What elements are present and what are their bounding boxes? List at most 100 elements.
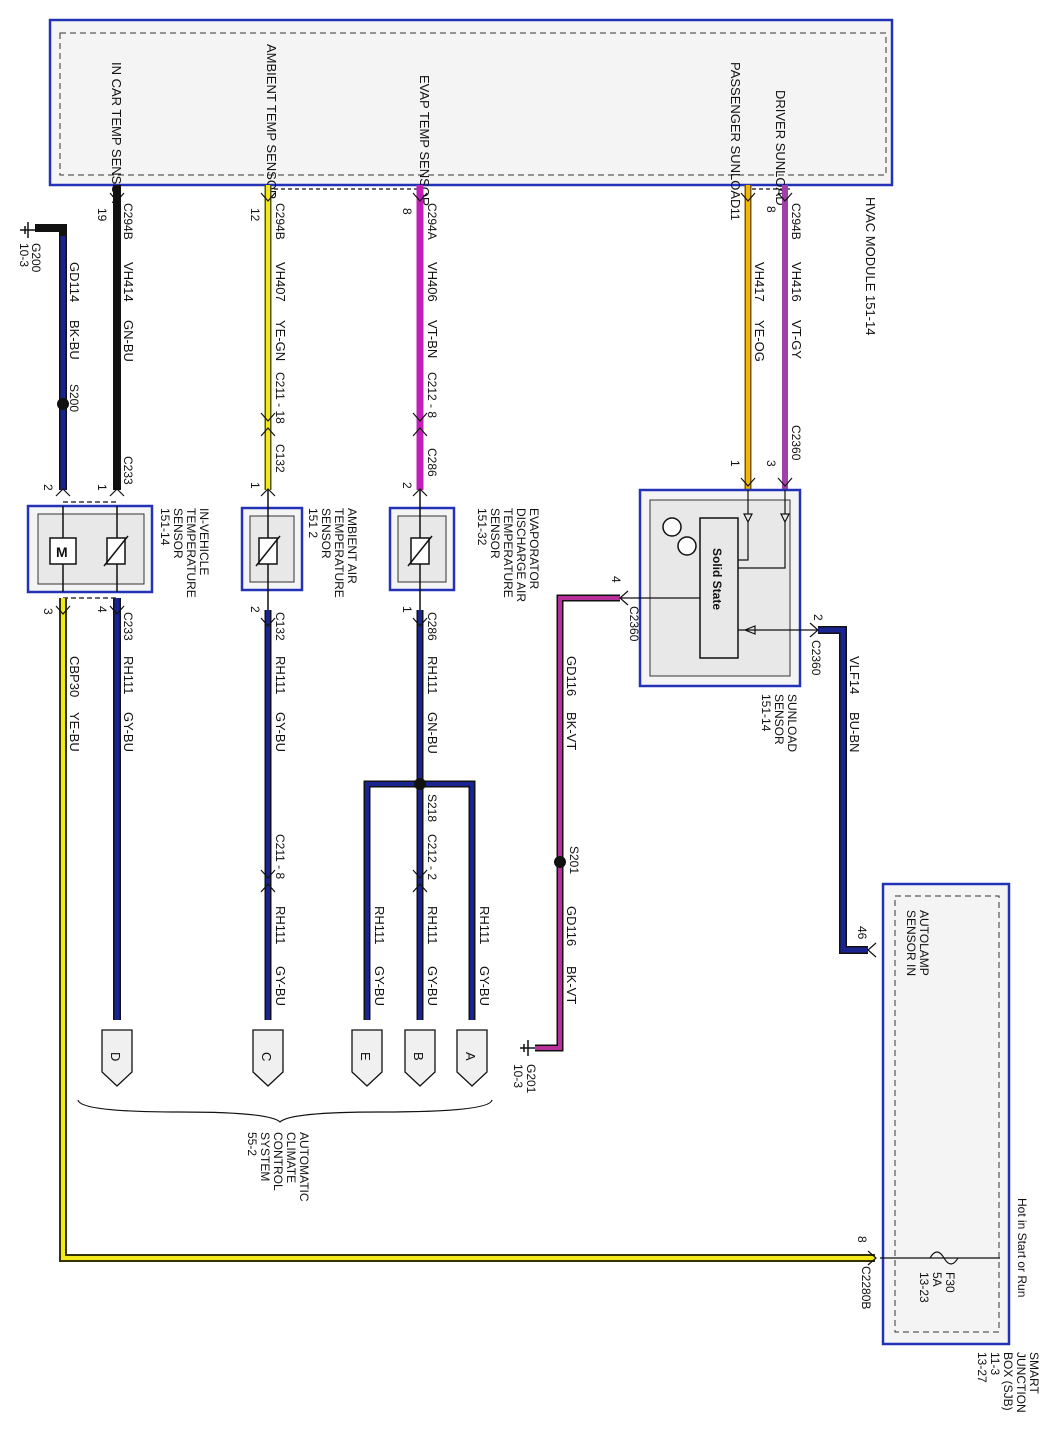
circuit-label: GD114 xyxy=(67,262,82,302)
connector-label: C211 - 8 xyxy=(273,834,287,879)
color-label: GY-BU xyxy=(425,966,440,1006)
color-label: VT-GY xyxy=(789,320,804,359)
wire-vh414: C294B 19 VH414 GN-BU C233 1 xyxy=(95,185,136,491)
wire-rh111: C286 1 RH111 GN-BU S218 C212 - 2 RH111 G… xyxy=(363,606,492,1020)
pin-number: 46 xyxy=(855,926,869,940)
pin-number: 2 xyxy=(41,484,55,491)
pin-number: 3 xyxy=(41,608,55,615)
ground-ref: 10-3 xyxy=(17,243,31,267)
thermistor-icon xyxy=(255,535,281,567)
hvac-pin-label: DRIVER SUNLOAD xyxy=(773,90,788,206)
connector-label: C212 - 8 xyxy=(425,372,439,418)
color-label: YE-OG xyxy=(752,320,767,362)
pin-number: 8 xyxy=(400,208,414,215)
connector-label: C294B xyxy=(273,203,287,240)
internal-wire xyxy=(738,522,786,569)
pin-number: 1 xyxy=(728,460,742,467)
offpage-label: A xyxy=(463,1052,478,1061)
splice-label: S218 xyxy=(425,794,439,822)
connector-label: C286 xyxy=(425,448,439,477)
connector-arrow xyxy=(867,1250,877,1266)
pin-number: 2 xyxy=(811,614,825,621)
pin-number: 1 xyxy=(248,482,262,489)
fuse-label: F305A13-23 xyxy=(917,1272,957,1303)
pin-number: 1 xyxy=(400,606,414,613)
pin-number: 8 xyxy=(855,1236,869,1243)
connector-label: C294B xyxy=(121,203,135,240)
sensor-label: IN-VEHICLETEMPERATURESENSOR151-14 xyxy=(158,508,211,598)
offpage-connector-a: A xyxy=(456,1029,488,1087)
solid-state-block xyxy=(699,517,739,659)
diode-icon xyxy=(780,490,790,524)
offpage-label: D xyxy=(108,1052,123,1061)
offpage-label: C xyxy=(259,1052,274,1061)
color-label: BK-BU xyxy=(67,320,82,360)
pin-number: 2 xyxy=(248,606,262,613)
connector-label: C2360 xyxy=(789,425,803,461)
connector-arrow xyxy=(740,477,756,487)
hvac-pin-label: EVAP TEMP SENSOR xyxy=(417,75,432,206)
system-brace: AUTOMATICCLIMATECONTROLSYSTEM55-2 xyxy=(77,1099,493,1202)
circuit-label: VH417 xyxy=(752,262,767,302)
sjb-pin-label: AUTOLAMPSENSOR IN xyxy=(904,910,931,976)
wire-vlf14: C2360 2 VLF14 BU-BN 46 xyxy=(809,614,877,958)
pin-number: 8 xyxy=(764,206,778,213)
connector-label: C2280B xyxy=(859,1266,873,1309)
offpage-connector-e: E xyxy=(351,1029,383,1087)
hvac-pin-label: AMBIENT TEMP SENSOR xyxy=(264,44,279,199)
color-label: GY-BU xyxy=(372,966,387,1006)
circuit-label: RH111 xyxy=(273,906,288,945)
wire-gd114: G200 10-3 GD114 BK-BU S200 2 xyxy=(17,222,82,491)
wire-vh417: 11 VH417 YE-OG 1 xyxy=(728,185,767,490)
thermistor-icon xyxy=(407,535,433,567)
circuit-label: RH111 xyxy=(372,906,387,945)
diode-icon xyxy=(743,490,753,524)
offpage-connector-b: B xyxy=(404,1029,436,1087)
wire-rh111: C132 2 RH111 GY-BU C211 - 8 RH111 GY-BU xyxy=(248,606,288,1020)
wire-rh111: C233 4 RH111 GY-BU xyxy=(95,598,136,1020)
offpage-connector-d: D xyxy=(101,1029,133,1087)
smart-junction-box: AUTOLAMPSENSOR IN F305A13-23 Hot in Star… xyxy=(880,882,1041,1413)
pin-number: 2 xyxy=(400,482,414,489)
circuit-label: RH111 xyxy=(477,906,492,945)
system-reference-label: AUTOMATICCLIMATECONTROLSYSTEM55-2 xyxy=(245,1132,311,1202)
pin-number: 4 xyxy=(609,576,623,583)
thermistor-icon xyxy=(103,535,129,567)
connector-label: C2360 xyxy=(627,606,641,642)
connector-label: C233 xyxy=(121,456,135,485)
color-label: GY-BU xyxy=(273,712,288,752)
circuit-label: VH407 xyxy=(273,262,288,302)
color-label: BK-VT xyxy=(564,712,579,750)
ground-ref: 10-3 xyxy=(511,1064,525,1088)
circuit-label: GD116 xyxy=(564,656,579,696)
pin-number: 19 xyxy=(95,208,109,222)
connector-label: C132 xyxy=(273,444,287,473)
splice-dot xyxy=(414,778,426,790)
connector-arrow xyxy=(55,488,71,497)
offpage-label: E xyxy=(358,1052,373,1061)
color-label: GN-BU xyxy=(425,712,440,754)
pin-number: 12 xyxy=(248,208,262,222)
circuit-label: VH406 xyxy=(425,262,440,302)
circuit-label: RH111 xyxy=(425,906,440,945)
circuit-label: RH111 xyxy=(121,656,136,695)
connector-label: C233 xyxy=(121,612,135,641)
circuit-label: RH111 xyxy=(425,656,440,695)
connector-label: C212 - 2 xyxy=(425,834,439,880)
color-label: YE-GN xyxy=(273,320,288,361)
connector-label: C286 xyxy=(425,612,439,641)
connector-label: C294A xyxy=(425,203,439,240)
offpage-connector-c: C xyxy=(252,1029,284,1087)
splice-label: S201 xyxy=(567,846,581,874)
color-label: GN-BU xyxy=(121,320,136,362)
circuit-label: VLF14 xyxy=(847,656,862,694)
photodiode-icon xyxy=(662,517,682,537)
color-label: VT-BN xyxy=(425,320,440,358)
pin-number: 1 xyxy=(95,484,109,491)
sensor-label: SUNLOADSENSOR151-14 xyxy=(759,694,799,752)
fuse-icon xyxy=(929,1251,959,1265)
sunload-sensor: Solid State SUNLOADSENSOR151-14 xyxy=(620,488,818,752)
pin-number: 4 xyxy=(95,606,109,613)
